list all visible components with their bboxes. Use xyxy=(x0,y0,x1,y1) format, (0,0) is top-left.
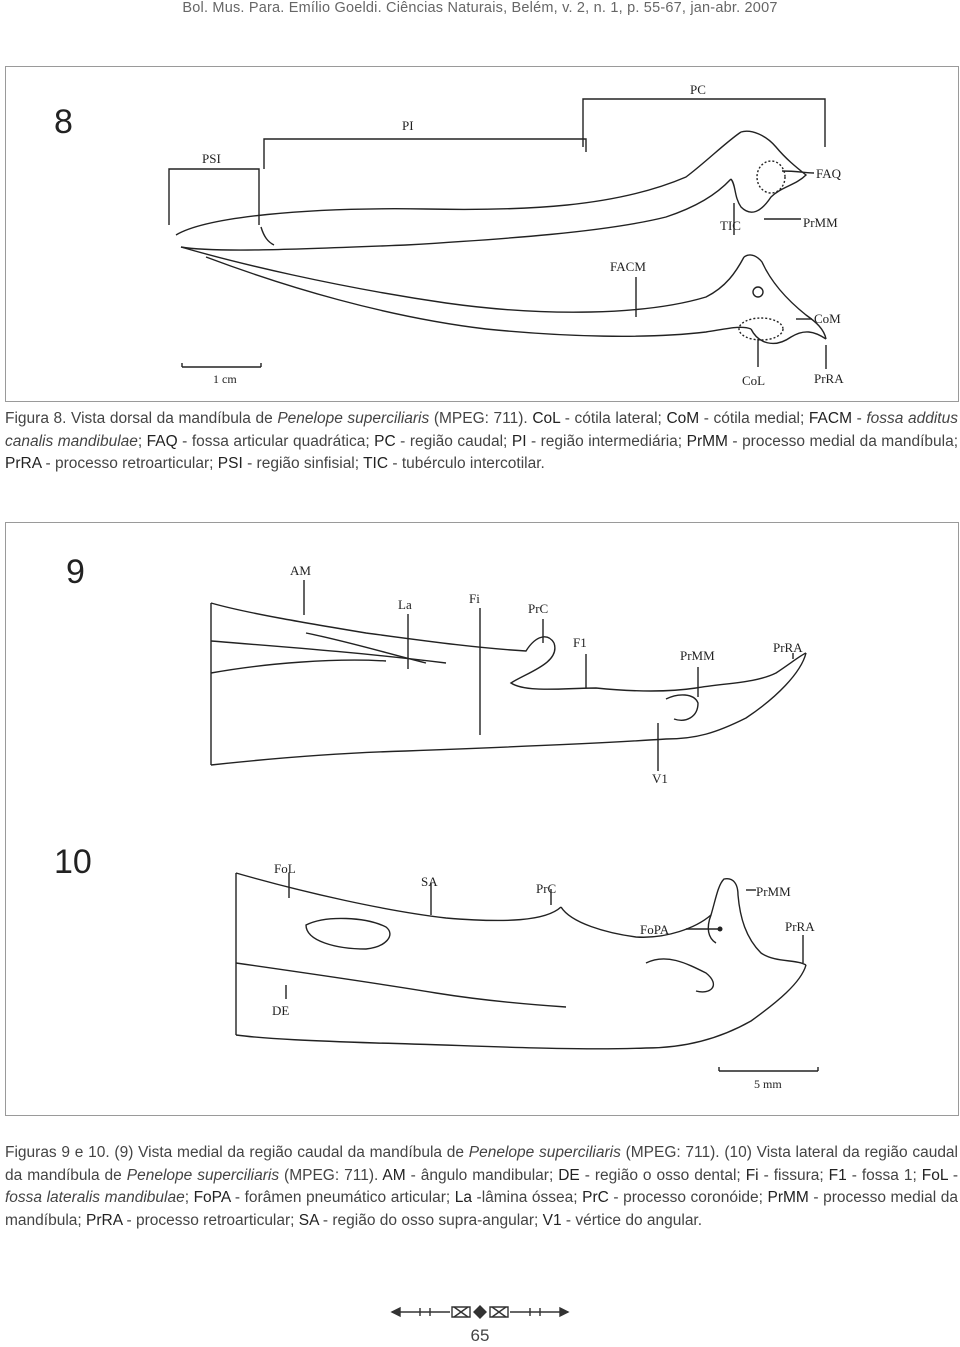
label-prmm-9: PrMM xyxy=(680,648,715,663)
fopa-foramen xyxy=(717,926,723,932)
caption-abbreviation: SA xyxy=(298,1211,319,1229)
caption-text: (MPEG: 711). (10) Vista lateral da regiã… xyxy=(5,1144,958,1184)
caption-text: Figuras 9 e 10. (9) Vista medial da regi… xyxy=(5,1144,469,1161)
label-prmm-10: PrMM xyxy=(756,884,791,899)
caption-text: - cótila lateral; xyxy=(560,410,667,427)
label-f1: F1 xyxy=(573,635,587,650)
caption-abbreviation: DE xyxy=(558,1166,580,1184)
label-com: CoM xyxy=(814,311,841,326)
figure-10-number: 10 xyxy=(54,843,92,881)
label-prc-10: PrC xyxy=(536,881,556,896)
figure-9-10-caption: Figuras 9 e 10. (9) Vista medial da regi… xyxy=(5,1142,958,1232)
figure-9-10-panel: 9 10 xyxy=(5,522,959,1116)
caption-text: - fissura; xyxy=(758,1166,829,1184)
caption-text: - tubérculo intercotilar. xyxy=(388,455,545,472)
label-fi: Fi xyxy=(469,591,480,606)
label-faq: FAQ xyxy=(816,166,842,181)
caption-italic: Penelope superciliaris xyxy=(126,1166,280,1184)
caption-text: - região do osso supra-angular; xyxy=(318,1211,543,1229)
caption-text: (MPEG: 711). xyxy=(429,410,533,427)
caption-abbreviation: Fi xyxy=(745,1166,759,1184)
caption-abbreviation: FACM xyxy=(808,410,852,427)
label-fopa: FoPA xyxy=(640,922,670,937)
label-v1: V1 xyxy=(652,771,668,786)
label-prra: PrRA xyxy=(814,371,844,386)
caption-text: - processo coronóide; xyxy=(608,1189,768,1206)
caption-abbreviation: PI xyxy=(511,432,527,450)
caption-abbreviation: PrRA xyxy=(86,1211,123,1229)
figure-9-10-drawing: AM La Fi PrC F1 PrMM PrRA V1 FoL SA PrC … xyxy=(210,563,819,1091)
caption-abbreviation: AM xyxy=(382,1166,406,1184)
caption-text: - forâmen pneumático articular; xyxy=(230,1189,455,1206)
caption-abbreviation: PrC xyxy=(582,1189,609,1206)
caption-text: - processo medial da mandíbula; xyxy=(5,1189,958,1229)
figure-8-number: 8 xyxy=(54,103,73,141)
caption-italic: Penelope superciliaris xyxy=(277,410,430,427)
label-prra-9: PrRA xyxy=(773,640,803,655)
scale-label-1cm: 1 cm xyxy=(213,372,237,386)
caption-text: ; xyxy=(137,432,147,450)
caption-abbreviation: CoM xyxy=(666,410,700,427)
label-fol: FoL xyxy=(274,861,296,876)
decorative-ornament-icon xyxy=(390,1305,570,1319)
label-prc-9: PrC xyxy=(528,601,548,616)
caption-abbreviation: PrMM xyxy=(686,432,728,450)
caption-text: - ângulo mandibular; xyxy=(405,1166,559,1184)
caption-abbreviation: PSI xyxy=(217,455,243,472)
caption-text: - processo medial da mandíbula; xyxy=(727,432,958,450)
label-prmm: PrMM xyxy=(803,215,838,230)
caption-text: - região intermediária; xyxy=(526,432,687,450)
running-header: Bol. Mus. Para. Emílio Goeldi. Ciências … xyxy=(182,0,778,16)
label-tic: TIC xyxy=(720,218,741,233)
caption-abbreviation: La xyxy=(454,1189,472,1206)
label-psi: PSI xyxy=(202,151,221,166)
caption-abbreviation: PC xyxy=(374,432,396,450)
caption-abbreviation: PrMM xyxy=(767,1189,809,1206)
label-col: CoL xyxy=(742,373,765,388)
caption-text: Figura 8. Vista dorsal da mandíbula de xyxy=(5,410,278,427)
caption-text: ; xyxy=(184,1189,194,1206)
label-pc: PC xyxy=(690,82,706,97)
caption-text: - processo retroarticular; xyxy=(122,1211,299,1229)
caption-abbreviation: CoL xyxy=(532,410,561,427)
label-pi: PI xyxy=(402,118,414,133)
page-number: 65 xyxy=(470,1326,490,1345)
caption-text: - cótila medial; xyxy=(699,410,809,427)
caption-text: - região caudal; xyxy=(395,432,512,450)
label-de: DE xyxy=(272,1003,289,1018)
caption-text: - xyxy=(947,1166,959,1184)
figure-8-panel: 8 xyxy=(5,66,959,402)
label-prra-10: PrRA xyxy=(785,919,815,934)
caption-text: (MPEG: 711). xyxy=(279,1166,383,1184)
caption-abbreviation: F1 xyxy=(828,1166,847,1184)
caption-text: - xyxy=(851,410,867,427)
caption-text: - vértice do angular. xyxy=(561,1211,703,1229)
caption-abbreviation: FoPA xyxy=(193,1189,231,1206)
caption-text: - fossa 1; xyxy=(846,1166,922,1184)
caption-text: -lâmina óssea; xyxy=(471,1189,583,1206)
caption-text: - região sinfisial; xyxy=(242,455,364,472)
caption-text: - processo retroarticular; xyxy=(41,455,218,472)
caption-italic: Penelope superciliaris xyxy=(468,1144,621,1161)
label-facm: FACM xyxy=(610,259,646,274)
caption-italic: fossa lateralis mandibulae xyxy=(5,1189,185,1206)
figure-8-drawing: PSI PI PC FAQ TIC PrMM FACM CoM CoL PrRA… xyxy=(168,82,844,388)
caption-text: - fossa articular quadrática; xyxy=(177,432,375,450)
label-la: La xyxy=(398,597,412,612)
caption-abbreviation: TIC xyxy=(363,455,389,472)
caption-italic: fossa additus canalis mandibulae xyxy=(5,410,958,450)
caption-text: - região o osso dental; xyxy=(579,1166,746,1184)
caption-abbreviation: FoL xyxy=(921,1166,948,1184)
scale-label-5mm: 5 mm xyxy=(754,1077,782,1091)
caption-abbreviation: V1 xyxy=(542,1211,562,1229)
label-sa: SA xyxy=(421,874,438,889)
figure-8-caption: Figura 8. Vista dorsal da mandíbula de P… xyxy=(5,408,958,476)
caption-abbreviation: FAQ xyxy=(146,432,178,450)
label-am: AM xyxy=(290,563,311,578)
caption-abbreviation: PrRA xyxy=(5,455,42,472)
figure-9-number: 9 xyxy=(66,553,85,591)
